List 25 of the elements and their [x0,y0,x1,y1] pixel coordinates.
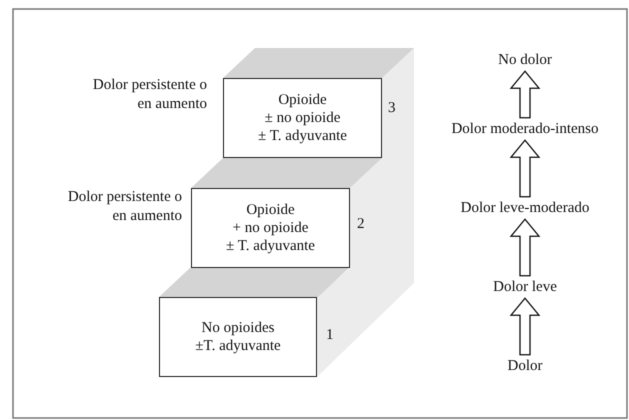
step-number: 3 [388,99,396,118]
pain-level-label: No dolor [498,52,552,68]
pain-level-label: Dolor leve [493,278,557,296]
hollow-arrow [510,70,540,118]
step-condition-text: Dolor persistente o en aumento [92,76,207,114]
hollow-arrow [510,297,540,356]
step-number: 1 [326,326,334,345]
step-text: No opioides [202,319,274,337]
pain-level-label: Dolor [508,358,542,374]
step-box [191,188,350,268]
step-text: Opioide [246,201,295,219]
step-text: ± T. adyuvante [226,237,315,255]
step-text: + no opioide [232,219,308,237]
step-box [223,78,382,158]
step-text: ± no opioide [264,109,340,127]
hollow-arrow [510,139,540,198]
step-text: ±T. adyuvante [195,337,281,355]
pain-level-label: Dolor leve-moderado [460,200,590,216]
step-text: ± T. adyuvante [258,127,347,145]
step-box [159,297,317,377]
step-text: Opioide [278,91,327,109]
step-condition-text: Dolor persistente o en aumento [66,188,182,226]
step-number: 2 [357,215,364,234]
hollow-arrow [510,218,540,276]
pain-level-label: Dolor moderado-intenso [451,120,599,138]
